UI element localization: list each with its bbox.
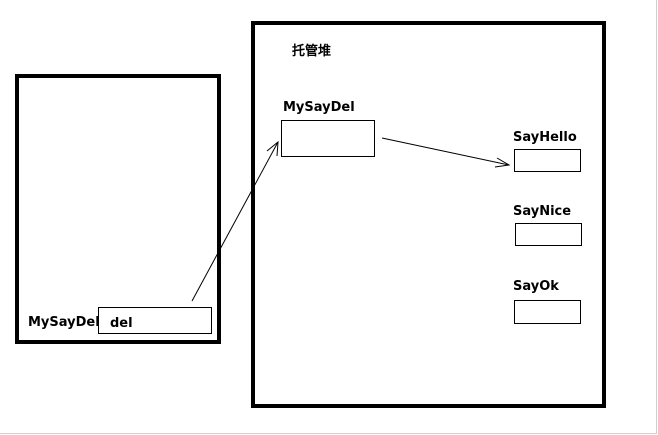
delegate-object-box	[281, 120, 375, 157]
stack-variable-name: del	[110, 316, 133, 331]
managed-heap-title: 托管堆	[292, 44, 332, 59]
delegate-object-label: MySayDel	[283, 100, 355, 115]
method-label-saynice: SayNice	[513, 204, 572, 219]
method-label-sayok: SayOk	[513, 279, 559, 294]
method-box-sayok	[514, 300, 581, 324]
method-box-sayhello	[514, 149, 581, 172]
method-label-sayhello: SayHello	[513, 130, 577, 145]
stack-frame	[15, 74, 221, 344]
method-box-saynice	[515, 223, 582, 246]
stack-variable-type-label: MySayDel	[28, 315, 100, 330]
stack-variable-box	[98, 307, 212, 334]
